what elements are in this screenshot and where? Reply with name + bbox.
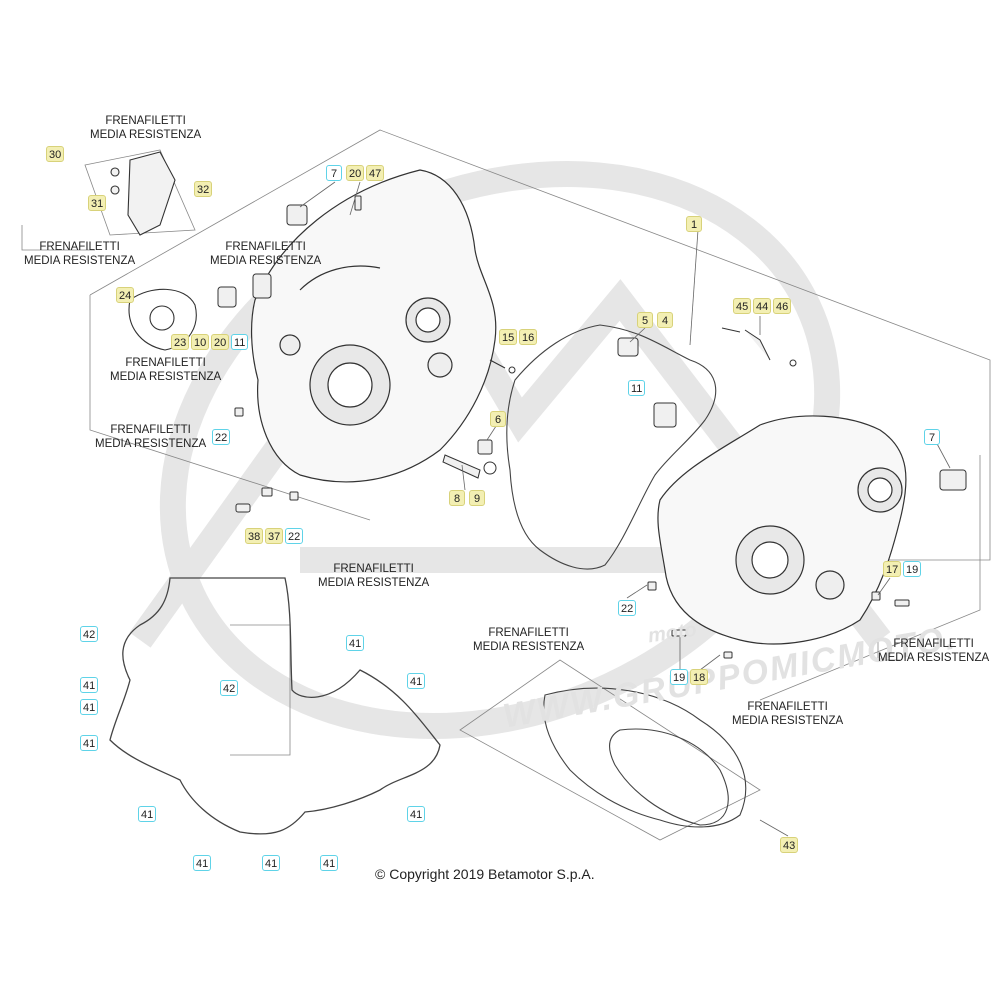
part-callout-44[interactable]: 44 xyxy=(753,298,772,314)
part-callout-7[interactable]: 7 xyxy=(924,429,940,445)
part-callout-22[interactable]: 22 xyxy=(618,600,637,616)
part-callout-41[interactable]: 41 xyxy=(80,735,99,751)
part-callout-19[interactable]: 19 xyxy=(903,561,922,577)
large-cover-gasket xyxy=(109,577,441,835)
part-callout-41[interactable]: 41 xyxy=(407,806,426,822)
part-callout-20[interactable]: 20 xyxy=(346,165,365,181)
part-callout-19[interactable]: 19 xyxy=(670,669,689,685)
part-callout-41[interactable]: 41 xyxy=(193,855,212,871)
part-callout-41[interactable]: 41 xyxy=(407,673,426,689)
part-callout-9[interactable]: 9 xyxy=(469,490,485,506)
part-callout-18[interactable]: 18 xyxy=(690,669,709,685)
copyright-text: © Copyright 2019 Betamotor S.p.A. xyxy=(375,866,595,882)
part-callout-11[interactable]: 11 xyxy=(231,334,249,350)
part-callout-41[interactable]: 41 xyxy=(262,855,281,871)
part-callout-41[interactable]: 41 xyxy=(80,699,99,715)
part-callout-46[interactable]: 46 xyxy=(773,298,792,314)
part-callout-15[interactable]: 15 xyxy=(499,329,518,345)
part-callout-10[interactable]: 10 xyxy=(191,334,210,350)
part-callout-5[interactable]: 5 xyxy=(637,312,653,328)
center-crankcase-gasket xyxy=(506,324,717,570)
part-callout-32[interactable]: 32 xyxy=(194,181,213,197)
part-callout-41[interactable]: 41 xyxy=(320,855,339,871)
part-callout-16[interactable]: 16 xyxy=(519,329,538,345)
part-callout-7[interactable]: 7 xyxy=(326,165,342,181)
part-callout-37[interactable]: 37 xyxy=(265,528,284,544)
part-callout-22[interactable]: 22 xyxy=(285,528,304,544)
assembly-frame-lines xyxy=(21,129,991,841)
part-callout-11[interactable]: 11 xyxy=(628,380,646,396)
left-crankcase-half xyxy=(250,169,497,483)
flange-gasket xyxy=(128,288,197,351)
part-callout-43[interactable]: 43 xyxy=(780,837,799,853)
part-callout-8[interactable]: 8 xyxy=(449,490,465,506)
part-callout-45[interactable]: 45 xyxy=(733,298,752,314)
small-parts xyxy=(217,195,967,659)
part-callout-22[interactable]: 22 xyxy=(212,429,231,445)
part-callout-42[interactable]: 42 xyxy=(80,626,99,642)
part-callout-24[interactable]: 24 xyxy=(116,287,135,303)
part-callout-41[interactable]: 41 xyxy=(138,806,157,822)
part-callout-20[interactable]: 20 xyxy=(211,334,230,350)
part-callout-1[interactable]: 1 xyxy=(686,216,702,232)
part-callout-4[interactable]: 4 xyxy=(657,312,673,328)
part-callout-17[interactable]: 17 xyxy=(883,561,902,577)
part-callout-41[interactable]: 41 xyxy=(346,635,365,651)
part-callout-47[interactable]: 47 xyxy=(366,165,385,181)
part-callout-30[interactable]: 30 xyxy=(46,146,65,162)
clutch-cover-gasket xyxy=(543,687,747,828)
engine-bracket xyxy=(110,151,176,236)
part-callout-23[interactable]: 23 xyxy=(171,334,190,350)
part-callout-41[interactable]: 41 xyxy=(80,677,99,693)
part-callout-6[interactable]: 6 xyxy=(490,411,506,427)
part-callout-42[interactable]: 42 xyxy=(220,680,239,696)
right-crankcase-half xyxy=(657,415,907,645)
part-callout-38[interactable]: 38 xyxy=(245,528,264,544)
part-callout-31[interactable]: 31 xyxy=(88,195,107,211)
